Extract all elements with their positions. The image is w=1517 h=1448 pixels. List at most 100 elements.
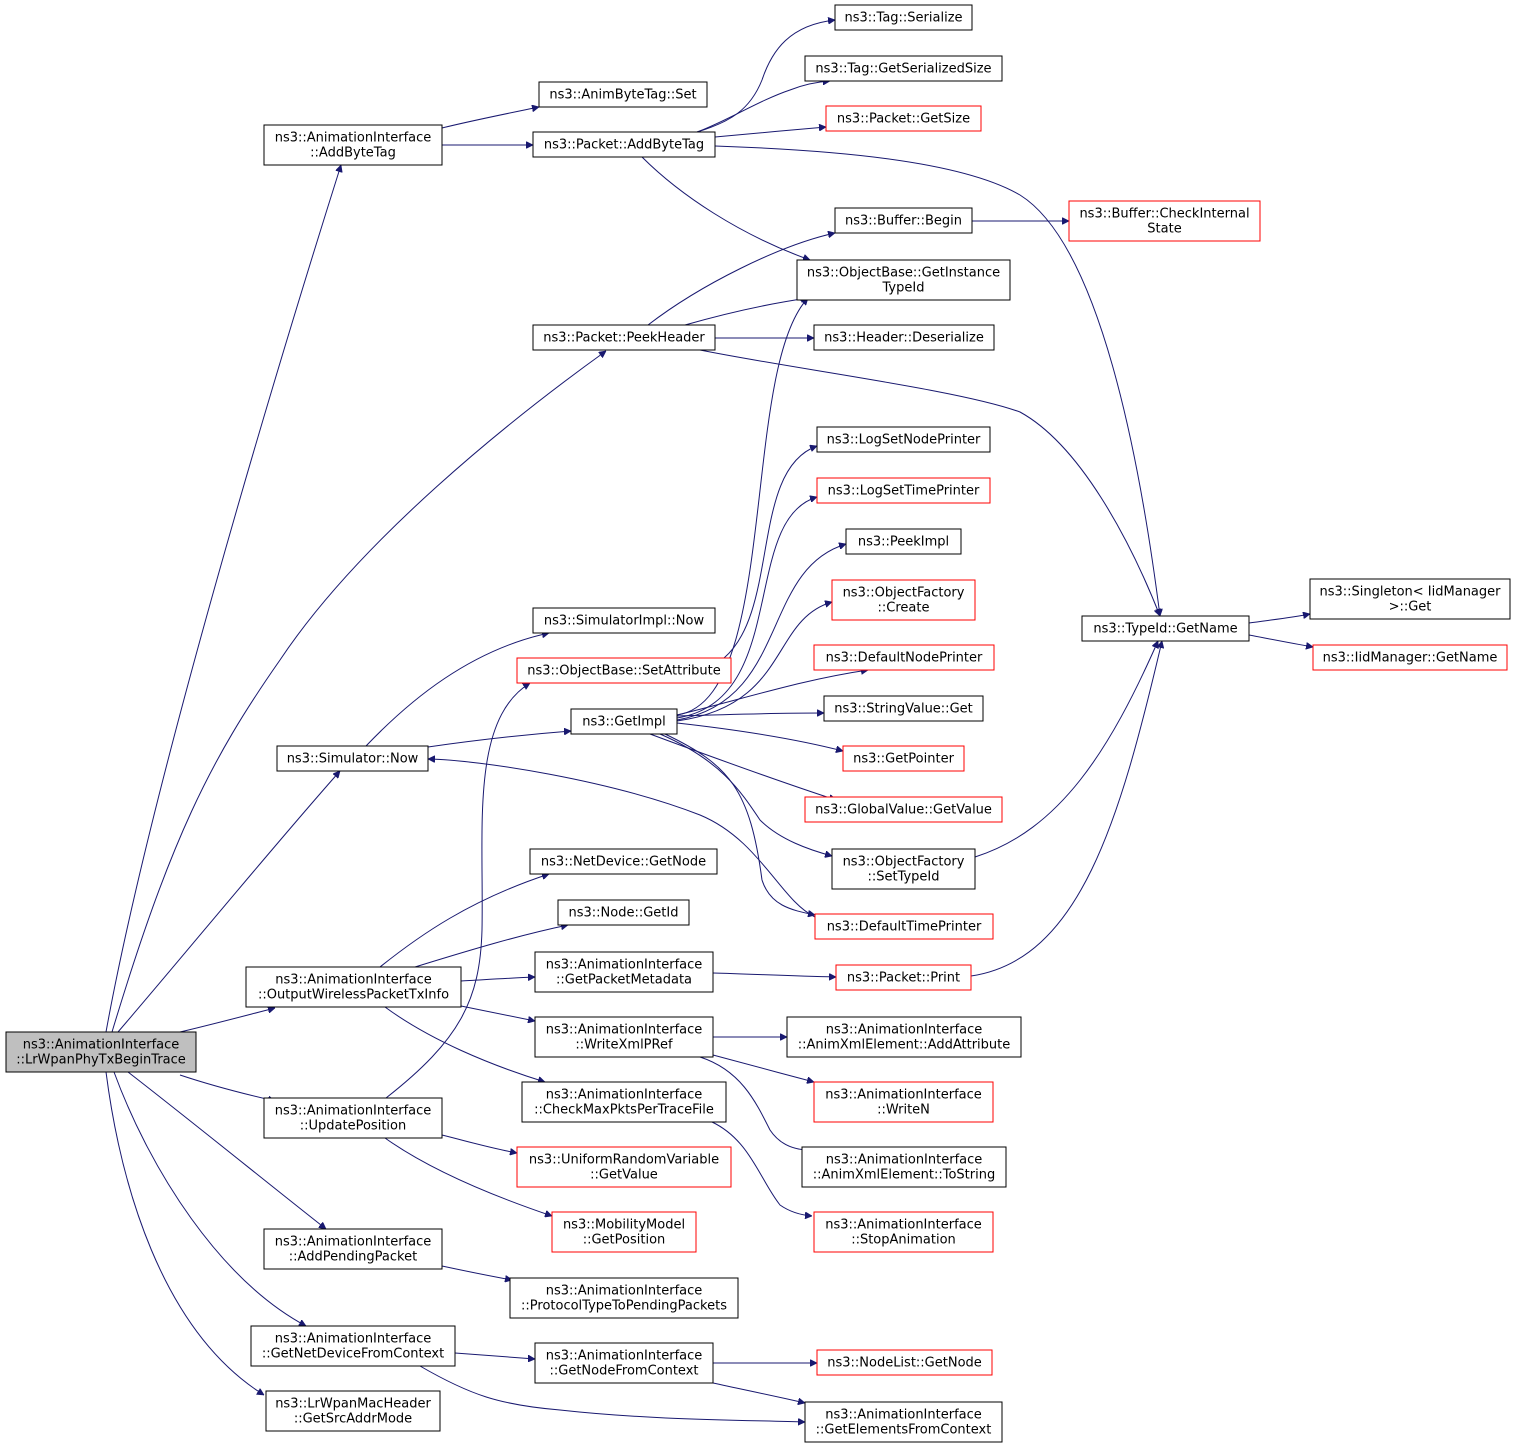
node-box xyxy=(1068,200,1261,242)
function-node[interactable]: ns3::TypeId::GetName xyxy=(1081,615,1250,642)
function-node[interactable]: ns3::AnimationInterface::UpdatePosition xyxy=(263,1097,443,1139)
edge-arrow xyxy=(385,682,530,1099)
function-node[interactable]: ns3::DefaultNodePrinter xyxy=(813,644,995,671)
node-label: ns3::Node::GetId xyxy=(569,906,679,921)
function-node[interactable]: ns3::Header::Deserialize xyxy=(813,324,995,351)
function-node[interactable]: ns3::GlobalValue::GetValue xyxy=(804,796,1003,823)
function-node[interactable]: ns3::AnimationInterface::GetNodeFromCont… xyxy=(534,1342,714,1384)
call-edge xyxy=(454,1352,535,1359)
node-box xyxy=(1312,644,1508,671)
edge-arrow xyxy=(696,81,830,133)
node-label: State xyxy=(1147,222,1181,237)
node-label: ns3::Simulator::Now xyxy=(287,752,419,767)
function-node[interactable]: ns3::NetDevice::GetNode xyxy=(529,848,718,875)
function-node[interactable]: ns3::IidManager::GetName xyxy=(1312,644,1508,671)
call-edge xyxy=(676,544,846,721)
node-box xyxy=(532,131,716,158)
edge-arrow xyxy=(427,731,571,748)
node-box xyxy=(834,4,973,31)
node-box xyxy=(529,848,718,875)
node-box xyxy=(813,1081,994,1123)
function-node[interactable]: ns3::AnimationInterface::OutputWirelessP… xyxy=(245,966,462,1008)
edge-arrow xyxy=(712,972,836,977)
node-label: ns3::GlobalValue::GetValue xyxy=(815,803,992,818)
node-box xyxy=(825,105,982,132)
function-node[interactable]: ns3::AnimationInterface::AnimXmlElement:… xyxy=(801,1146,1007,1188)
node-label: TypeId xyxy=(882,281,925,296)
function-node[interactable]: ns3::AnimationInterface::LrWpanPhyTxBegi… xyxy=(5,1031,197,1073)
function-node[interactable]: ns3::AnimationInterface::AddByteTag xyxy=(263,124,443,166)
function-node[interactable]: ns3::Singleton< IidManager>::Get xyxy=(1309,578,1511,620)
node-box xyxy=(813,1211,994,1253)
node-label: ns3::LogSetNodePrinter xyxy=(827,433,981,448)
edge-arrow xyxy=(970,641,1162,977)
function-node[interactable]: ns3::LogSetNodePrinter xyxy=(816,426,991,453)
edge-arrow xyxy=(113,1071,306,1327)
function-node[interactable]: ns3::AnimationInterface::StopAnimation xyxy=(813,1211,994,1253)
node-label: ::AddByteTag xyxy=(310,146,396,161)
node-box xyxy=(516,1146,732,1188)
call-edge xyxy=(414,925,568,968)
node-label: ns3::AnimationInterface xyxy=(275,1104,432,1119)
edge-arrow xyxy=(699,349,1160,616)
node-label: ::Create xyxy=(878,601,930,616)
node-label: ::CheckMaxPktsPerTraceFile xyxy=(534,1103,714,1118)
call-edge xyxy=(699,1056,810,1150)
function-node[interactable]: ns3::MobilityModel::GetPosition xyxy=(551,1211,697,1253)
function-node[interactable]: ns3::Packet::PeekHeader xyxy=(532,324,716,351)
function-node[interactable]: ns3::Simulator::Now xyxy=(276,745,429,772)
function-node[interactable]: ns3::AnimationInterface::WriteN xyxy=(813,1081,994,1123)
edge-arrow xyxy=(974,641,1158,858)
edge-arrow xyxy=(711,1121,812,1216)
function-node[interactable]: ns3::Tag::GetSerializedSize xyxy=(804,55,1003,82)
node-box xyxy=(816,426,991,453)
node-label: ns3::IidManager::GetName xyxy=(1323,651,1498,666)
function-node[interactable]: ns3::ObjectFactory::SetTypeId xyxy=(831,848,976,890)
node-label: ns3::AnimationInterface xyxy=(546,958,703,973)
function-node[interactable]: ns3::AnimationInterface::GetElementsFrom… xyxy=(804,1401,1003,1443)
function-node[interactable]: ns3::AnimationInterface::GetPacketMetada… xyxy=(534,951,714,993)
call-edge xyxy=(712,1054,814,1082)
node-label: ns3::DefaultTimePrinter xyxy=(827,920,982,935)
edge-arrow xyxy=(1248,614,1310,624)
function-node[interactable]: ns3::UniformRandomVariable::GetValue xyxy=(516,1146,732,1188)
function-node[interactable]: ns3::AnimationInterface::ProtocolTypeToP… xyxy=(509,1277,739,1319)
function-node[interactable]: ns3::Packet::GetSize xyxy=(825,105,982,132)
call-edge xyxy=(712,972,836,977)
function-node[interactable]: ns3::AnimationInterface::AddPendingPacke… xyxy=(263,1228,443,1270)
function-node[interactable]: ns3::GetPointer xyxy=(842,745,965,772)
edge-arrow xyxy=(712,1382,805,1403)
edge-arrow xyxy=(1248,634,1313,647)
call-edge xyxy=(105,1071,264,1396)
function-node[interactable]: ns3::DefaultTimePrinter xyxy=(814,913,994,940)
function-node[interactable]: ns3::Buffer::Begin xyxy=(834,207,973,234)
node-label: ::SetTypeId xyxy=(867,870,939,885)
function-node[interactable]: ns3::LrWpanMacHeader::GetSrcAddrMode xyxy=(265,1390,441,1432)
function-node[interactable]: ns3::AnimationInterface::WriteXmlPRef xyxy=(534,1016,714,1058)
function-node[interactable]: ns3::ObjectFactory::Create xyxy=(831,579,976,621)
node-label: ns3::ObjectBase::SetAttribute xyxy=(527,664,721,679)
function-node[interactable]: ns3::LogSetTimePrinter xyxy=(816,477,991,504)
edge-arrow xyxy=(460,1005,535,1021)
call-edge xyxy=(676,722,843,751)
function-node[interactable]: ns3::AnimationInterface::GetNetDeviceFro… xyxy=(250,1325,456,1367)
function-node[interactable]: ns3::SimulatorImpl::Now xyxy=(532,607,716,634)
function-node[interactable]: ns3::Packet::AddByteTag xyxy=(532,131,716,158)
function-node[interactable]: ns3::Node::GetId xyxy=(557,899,690,926)
function-node[interactable]: ns3::Tag::Serialize xyxy=(834,4,973,31)
function-node[interactable]: ns3::GetImpl xyxy=(570,708,678,735)
function-node[interactable]: ns3::Packet::Print xyxy=(835,964,972,991)
function-node[interactable]: ns3::ObjectBase::SetAttribute xyxy=(516,657,732,684)
function-node[interactable]: ns3::AnimByteTag::Set xyxy=(538,81,708,108)
function-node[interactable]: ns3::PeekImpl xyxy=(845,528,962,555)
edge-arrow xyxy=(414,925,568,968)
node-box xyxy=(831,579,976,621)
node-label: ns3::Packet::AddByteTag xyxy=(544,138,704,153)
function-node[interactable]: ns3::AnimationInterface::AnimXmlElement:… xyxy=(786,1016,1022,1058)
node-box xyxy=(831,848,976,890)
function-node[interactable]: ns3::StringValue::Get xyxy=(823,695,984,722)
function-node[interactable]: ns3::AnimationInterface::CheckMaxPktsPer… xyxy=(521,1081,727,1123)
function-node[interactable]: ns3::NodeList::GetNode xyxy=(816,1349,993,1376)
